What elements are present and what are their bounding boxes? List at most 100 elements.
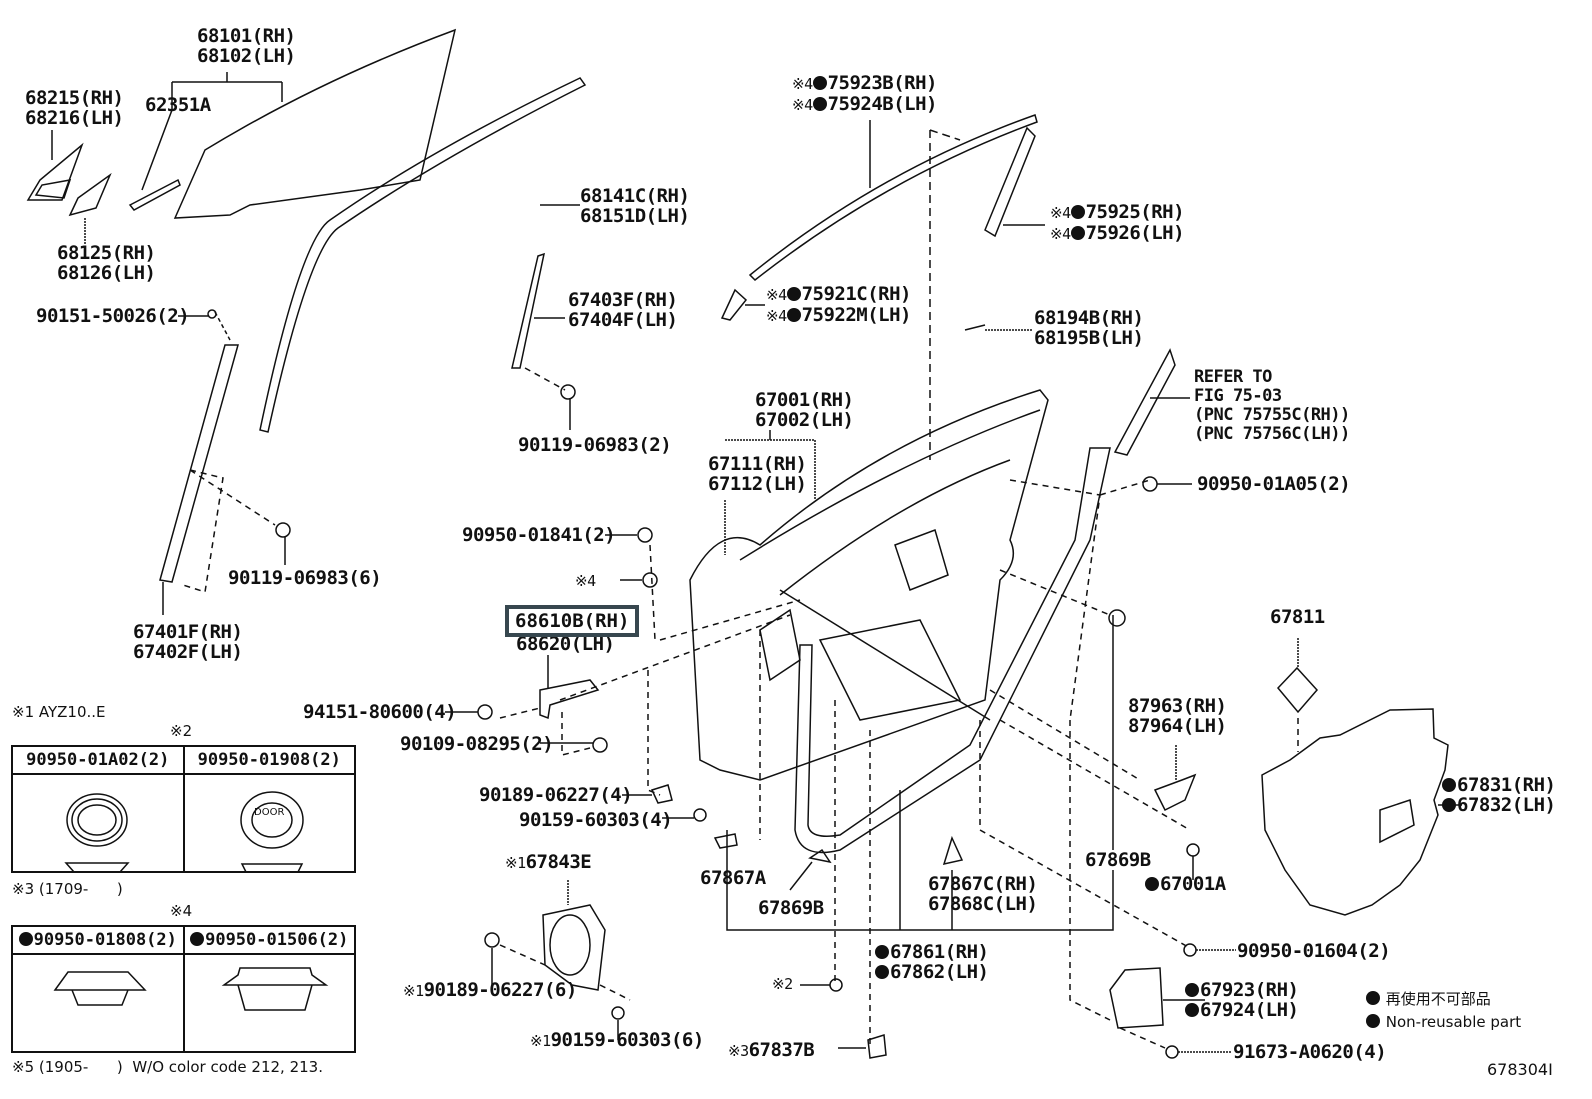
part-refer-pillar <box>1113 348 1176 456</box>
callout-67861[interactable]: 67861(RH)67862(LH) <box>875 942 989 982</box>
callout-67001[interactable]: 67001(RH)67002(LH) <box>755 389 854 431</box>
clip-90189-6 <box>484 932 500 948</box>
clip-67837b <box>867 1034 887 1059</box>
highlighted-part-68610b[interactable]: 68610B(RH) <box>505 605 640 637</box>
callout-90119-06983-2[interactable]: 90119-06983(2) <box>518 434 672 456</box>
callout-67001a[interactable]: 67001A <box>1145 874 1226 894</box>
key-en: Non-reusable part <box>1366 1013 1521 1031</box>
legend-4-img2 <box>182 953 356 1053</box>
callout-mark2[interactable]: ※2 <box>772 975 793 993</box>
non-reusable-dot-icon <box>190 932 205 946</box>
part-67923 <box>1109 967 1164 1029</box>
clip-67001a <box>1186 843 1200 857</box>
figure-id: 678304I <box>1487 1060 1553 1079</box>
callout-67811[interactable]: 67811 <box>1270 606 1325 628</box>
note-4-title: ※4 <box>170 902 193 920</box>
callout-91673-a0620[interactable]: 91673-A0620(4) <box>1233 1041 1387 1063</box>
callout-67403f[interactable]: 67403F(RH)67404F(LH) <box>568 289 678 331</box>
callout-90950-01841[interactable]: 90950-01841(2) <box>462 524 616 546</box>
part-67401 <box>159 344 239 583</box>
bolt-90109 <box>592 737 608 753</box>
callout-mark4[interactable]: ※4 <box>575 572 596 590</box>
part-67831 <box>1261 708 1449 916</box>
callout-68125[interactable]: 68125(RH)68126(LH) <box>57 242 156 284</box>
note-1: ※1 AYZ10..E <box>12 703 106 721</box>
part-67843 <box>542 904 606 991</box>
grommet-90950-01841 <box>637 527 653 543</box>
callout-67401f[interactable]: 67401F(RH)67402F(LH) <box>133 621 243 663</box>
non-reusable-dot-icon <box>1070 205 1085 219</box>
clip-67869b <box>1108 609 1126 627</box>
non-reusable-dot-icon <box>1366 991 1380 1005</box>
callout-90950-01604[interactable]: 90950-01604(2) <box>1237 940 1391 962</box>
screw-90159-6 <box>611 1006 625 1020</box>
screw-90159 <box>693 808 707 822</box>
callout-68101[interactable]: 68101(RH)68102(LH) <box>197 25 296 67</box>
callout-67869b-left[interactable]: 67869B <box>758 897 824 919</box>
callout-68194b[interactable]: 68194B(RH)68195B(LH) <box>1034 307 1144 349</box>
callout-67923[interactable]: 67923(RH)67924(LH) <box>1185 980 1299 1020</box>
non-reusable-dot-icon <box>1145 877 1159 891</box>
callout-67837b[interactable]: ※367837B <box>728 1039 815 1061</box>
callout-90159-60303-6[interactable]: ※190159-60303(6) <box>530 1029 704 1051</box>
grommet-90950-01a05 <box>1142 476 1158 492</box>
legend-4-img1 <box>11 953 185 1053</box>
callout-90109-08295[interactable]: 90109-08295(2) <box>400 733 554 755</box>
callout-87963[interactable]: 87963(RH)87964(LH) <box>1128 695 1227 737</box>
callout-67867a[interactable]: 67867A <box>700 867 766 889</box>
callout-90950-01a05[interactable]: 90950-01A05(2) <box>1197 473 1351 495</box>
non-reusable-dot-icon <box>786 287 801 301</box>
screw-91673 <box>1165 1045 1179 1059</box>
callout-68215[interactable]: 68215(RH)68216(LH) <box>25 87 124 129</box>
note-5: ※5 (1905- ) W/O color code 212, 213. <box>12 1058 323 1076</box>
part-68215 <box>26 142 84 201</box>
part-87963 <box>1153 773 1197 812</box>
legend-2-col2: 90950-01908(2) <box>182 745 356 775</box>
part-67403 <box>511 252 546 369</box>
callout-90159-60303-4[interactable]: 90159-60303(4) <box>519 809 673 831</box>
legend-table-2: 90950-01A02(2) 90950-01908(2) DOOR <box>11 745 356 873</box>
door-glass <box>173 28 457 219</box>
clip-90189 <box>650 784 673 804</box>
grommet-mark4 <box>642 572 658 588</box>
note-3: ※3 (1709- ) <box>12 880 123 898</box>
ring-mark2 <box>829 978 843 992</box>
non-reusable-dot-icon <box>875 965 889 979</box>
part-75925 <box>984 126 1036 238</box>
callout-90189-06227-4[interactable]: 90189-06227(4) <box>479 784 633 806</box>
legend-4-col1: 90950-01808(2) <box>11 925 185 955</box>
callout-90189-06227-6[interactable]: ※190189-06227(6) <box>403 979 577 1001</box>
check-arm <box>539 679 600 720</box>
glass-leader <box>141 72 283 191</box>
part-68125 <box>68 172 112 217</box>
non-reusable-dot-icon <box>1185 983 1199 997</box>
non-reusable-dot-icon <box>1070 226 1085 240</box>
non-reusable-dot-icon <box>1442 798 1456 812</box>
callout-68141c[interactable]: 68141C(RH)68151D(LH) <box>580 185 690 227</box>
non-reusable-dot-icon <box>1185 1003 1199 1017</box>
callout-94151-80600[interactable]: 94151-80600(4) <box>303 701 457 723</box>
non-reusable-dot-icon <box>875 945 889 959</box>
callout-62351a[interactable]: 62351A <box>145 94 211 116</box>
callout-90119-06983-6[interactable]: 90119-06983(6) <box>228 567 382 589</box>
key-jp: 再使用不可部品 <box>1366 988 1491 1009</box>
weatherstrip <box>794 447 1111 854</box>
part-62351a <box>128 178 181 211</box>
callout-67111[interactable]: 67111(RH)67112(LH) <box>708 453 807 495</box>
callout-67831[interactable]: 67831(RH)67832(LH) <box>1442 775 1556 815</box>
non-reusable-dot-icon <box>786 308 801 322</box>
callout-67869b-right[interactable]: 67869B <box>1085 849 1151 871</box>
callout-68620-lh[interactable]: 68620(LH) <box>516 633 615 655</box>
legend-table-4: 90950-01808(2) 90950-01506(2) <box>11 925 356 1053</box>
non-reusable-dot-icon <box>812 76 827 90</box>
grommet-90950-01604 <box>1183 943 1197 957</box>
callout-67843e[interactable]: ※167843E <box>505 851 592 873</box>
callout-67867c[interactable]: 67867C(RH)67868C(LH) <box>928 873 1038 915</box>
callout-90151-50026[interactable]: 90151-50026(2) <box>36 305 190 327</box>
note-2-title: ※2 <box>170 722 193 740</box>
